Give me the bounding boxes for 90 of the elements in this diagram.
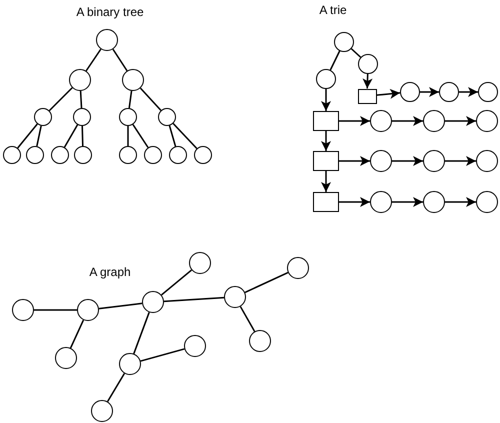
- circle-node: [91, 400, 113, 422]
- arrow: [459, 87, 478, 97]
- connector-line: [48, 87, 73, 112]
- square-node: [313, 151, 339, 171]
- arrow: [420, 87, 439, 97]
- circle-node: [249, 330, 271, 352]
- square-node: [313, 192, 339, 212]
- circle-node: [26, 146, 44, 164]
- connector-line: [244, 272, 288, 294]
- arrow: [321, 171, 331, 192]
- connector-line: [106, 373, 126, 402]
- circle-node: [158, 108, 176, 126]
- connector-line: [133, 312, 150, 354]
- circle-node: [439, 82, 459, 102]
- section-heading: A binary tree: [76, 5, 144, 19]
- circle-node: [73, 108, 91, 126]
- arrow: [339, 116, 370, 126]
- connector-line: [17, 124, 38, 148]
- circle-node: [334, 32, 354, 52]
- circle-node: [12, 299, 34, 321]
- circle-node: [55, 347, 77, 369]
- circle-node: [51, 146, 69, 164]
- circle-node: [34, 108, 52, 126]
- arrow: [339, 197, 370, 207]
- circle-node: [3, 146, 21, 164]
- circle-node: [224, 286, 246, 308]
- circle-node: [184, 335, 206, 357]
- circle-node: [194, 146, 212, 164]
- circle-node: [400, 82, 420, 102]
- square-node: [358, 88, 376, 104]
- circle-node: [423, 191, 445, 213]
- connector-line: [350, 48, 362, 58]
- connector-line: [70, 320, 84, 348]
- circle-node: [370, 191, 392, 213]
- circle-node: [370, 150, 392, 172]
- arrow: [445, 197, 476, 207]
- circle-node: [316, 69, 336, 89]
- connector-line: [64, 124, 78, 148]
- circle-node: [119, 146, 137, 164]
- connector-line: [160, 269, 192, 296]
- connector-line: [86, 48, 102, 72]
- arrow: [376, 88, 400, 99]
- connector-line: [140, 348, 185, 362]
- circle-node: [122, 69, 144, 91]
- circle-node: [287, 257, 309, 279]
- arrow: [339, 156, 370, 166]
- circle-node: [476, 191, 498, 213]
- circle-node: [478, 82, 498, 102]
- section-heading: A trie: [319, 3, 347, 17]
- arrow: [392, 156, 423, 166]
- connector-line: [164, 296, 224, 302]
- connector-line: [172, 123, 198, 149]
- arrow: [392, 197, 423, 207]
- circle-node: [358, 54, 378, 74]
- circle-node: [142, 291, 164, 313]
- connector-line: [80, 90, 82, 108]
- connector-line: [128, 90, 132, 108]
- connector-line: [330, 50, 340, 70]
- square-node: [313, 111, 339, 131]
- circle-node: [476, 150, 498, 172]
- connector-line: [140, 88, 162, 111]
- circle-node: [423, 110, 445, 132]
- circle-node: [77, 299, 99, 321]
- arrow: [321, 89, 331, 111]
- circle-node: [370, 110, 392, 132]
- connector-line: [132, 124, 149, 148]
- arrow: [445, 116, 476, 126]
- circle-node: [74, 146, 92, 164]
- circle-node: [119, 353, 141, 375]
- circle-node: [476, 110, 498, 132]
- connector-line: [98, 302, 142, 310]
- circle-node: [119, 108, 137, 126]
- circle-node: [144, 146, 162, 164]
- connector-line: [112, 48, 128, 72]
- connector-line: [34, 309, 77, 311]
- section-heading: A graph: [89, 265, 131, 279]
- connector-line: [168, 125, 176, 147]
- circle-node: [423, 150, 445, 172]
- connector-line: [36, 126, 42, 146]
- arrow: [392, 116, 423, 126]
- connector-line: [240, 306, 256, 332]
- circle-node: [189, 252, 211, 274]
- circle-node: [169, 146, 187, 164]
- arrow: [362, 74, 373, 89]
- connector-line: [81, 126, 84, 146]
- arrow: [321, 131, 331, 151]
- circle-node: [69, 69, 91, 91]
- arrow: [445, 156, 476, 166]
- circle-node: [96, 29, 118, 51]
- connector-line: [127, 126, 129, 146]
